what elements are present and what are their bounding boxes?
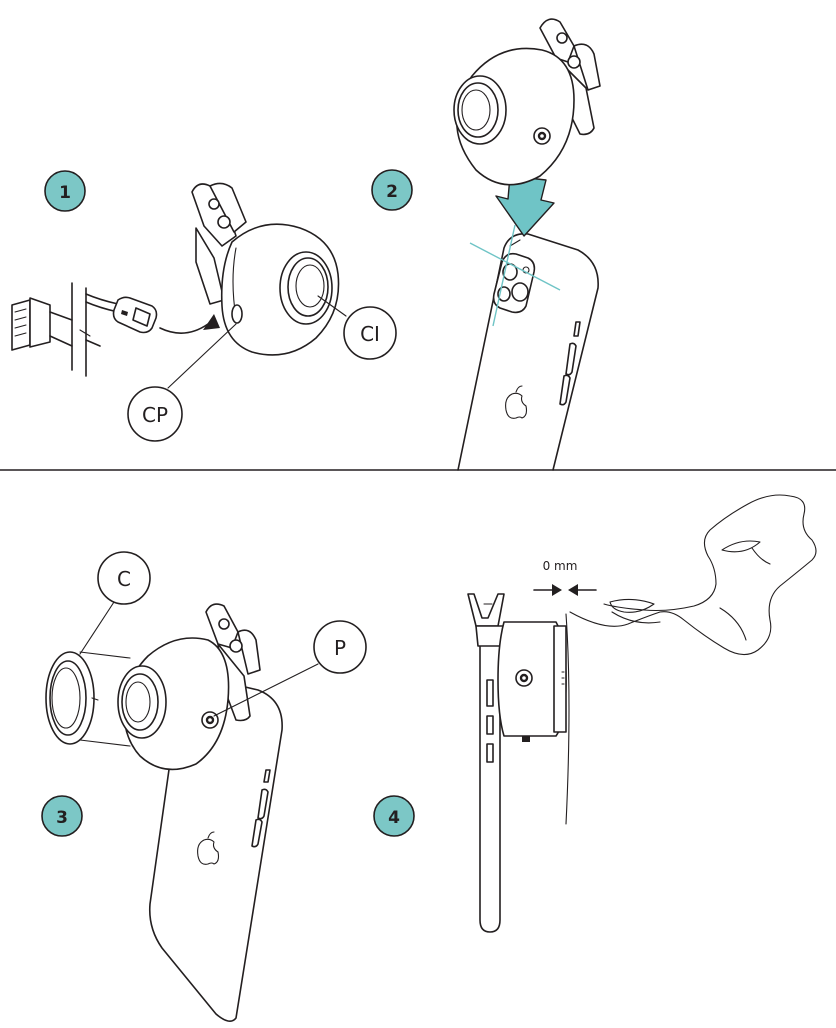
- usb-a-plug: [11, 297, 73, 351]
- callout-ci: CI: [317, 295, 397, 360]
- callout-cp-label: CP: [142, 403, 168, 427]
- distance-label: 0 mm: [543, 559, 578, 573]
- callout-ci-label: CI: [360, 322, 380, 346]
- callout-p: P: [213, 620, 367, 717]
- step-badge-4: 4: [373, 795, 415, 837]
- panel-4-usage: 0 mm 4: [373, 494, 817, 933]
- step-badge-2: 2: [371, 169, 413, 211]
- phone-panel-2: [457, 232, 599, 471]
- panel-3-cap-power: C P 3: [41, 551, 367, 1022]
- callout-cp: CP: [127, 323, 237, 442]
- usb-cable: [85, 293, 119, 347]
- step-number-4: 4: [388, 808, 400, 828]
- face-profile: [565, 494, 817, 825]
- step-number-3: 3: [56, 808, 68, 828]
- phone-clip-panel-1: [191, 182, 247, 305]
- lens-cap: [45, 651, 131, 747]
- step-number-2: 2: [386, 182, 398, 202]
- usb-c-plug: [112, 296, 158, 334]
- callout-c-label: C: [117, 567, 131, 591]
- phone-side-view: [479, 625, 501, 933]
- distance-indicator: 0 mm: [533, 559, 597, 596]
- lens-module-panel-1: [220, 223, 340, 356]
- lens-module-panel-3: [117, 637, 230, 771]
- step-number-1: 1: [59, 183, 71, 203]
- step-badge-1: 1: [44, 170, 86, 212]
- lens-module-side-view: [497, 621, 567, 742]
- attach-arrow: [495, 175, 555, 237]
- step-badge-3: 3: [41, 795, 83, 837]
- callout-c: C: [79, 551, 151, 655]
- callout-p-label: P: [334, 636, 346, 660]
- panel-1-charging: CI CP 1: [0, 170, 836, 471]
- lens-module-panel-2: [453, 47, 575, 186]
- panel-2-attaching: 2: [371, 18, 601, 471]
